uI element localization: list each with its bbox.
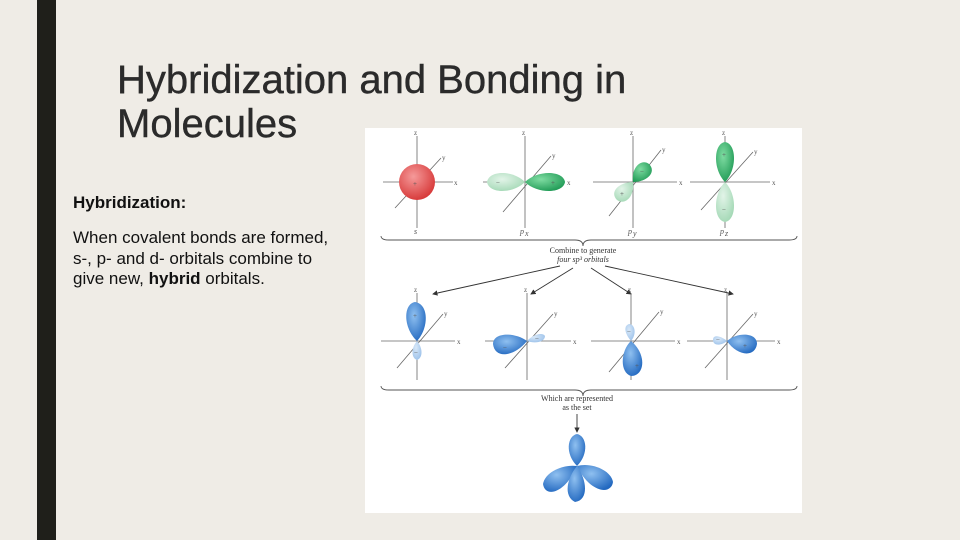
px-plus-lobe [525,173,565,191]
sp3-orbital-3: − + z y x [591,286,681,380]
subscript-x: x [524,229,529,238]
axis-label-z: z [524,286,527,294]
sp3-1-large-lobe [406,302,426,341]
tetra-lobe-front [567,466,585,502]
axis-label-x: x [567,179,571,187]
axis-label-x: x [679,179,683,187]
axis-label-x: x [454,179,458,187]
axis-label-z: z [722,129,725,137]
combine-bracket: Combine to generate four sp³ orbitals [380,235,798,264]
sp3-1-plus-sign: + [413,312,417,320]
s-orbital-panel: + z y x s [383,129,458,236]
py-orbital-panel: − + z y x p y [593,129,683,238]
orbital-name-p: p [627,227,632,236]
pz-minus-sign: − [722,206,726,214]
caption-combine-line1: Combine to generate [550,246,617,255]
subscript-z: z [724,229,729,238]
sp3-orbital-4: − + z y x [687,286,781,380]
axis-label-y: y [662,146,666,154]
py-plus-sign: + [620,190,624,198]
axis-label-x: x [772,179,776,187]
sp3-hybridization-diagram: + z y x s − + z y x p x − + z y x p y [380,129,798,502]
left-accent-bar [37,0,56,540]
py-plus-lobe [632,162,652,182]
axis-label-x: x [457,338,461,346]
sp3-2-small-lobe [527,333,545,343]
caption-represented-line1: Which are represented [541,394,613,403]
represented-bracket: Which are represented as the set [380,385,798,433]
px-minus-lobe [487,173,525,191]
sp3-2-minus-sign-small: − [535,335,539,343]
axis-label-x: x [777,338,781,346]
pz-plus-sign: + [722,151,726,159]
sp3-4-large-lobe [727,334,757,354]
axis-label-y: y [442,154,446,162]
axis-label-z: z [724,286,727,294]
px-minus-sign: − [496,179,500,187]
s-plus-sign: + [413,180,417,188]
pz-orbital-panel: + − z y x p z [690,129,776,238]
body-text-end: orbitals. [200,269,265,288]
pz-minus-lobe [716,182,734,222]
sp3-3-plus-sign: + [635,362,639,370]
axis-label-y: y [554,310,558,318]
pz-plus-lobe [716,142,734,182]
subheading: Hybridization: [73,193,187,212]
hybrid-arrows [432,265,734,296]
slide-title: Hybridization and Bonding in Molecules [117,58,627,146]
sp3-1-small-lobe [412,341,422,360]
axis-label-y: y [660,308,664,316]
axis-label-z: z [628,286,631,294]
subscript-y: y [632,229,637,238]
axis-label-z: z [630,129,633,137]
px-orbital-panel: − + z y x p x [483,129,571,238]
sp3-orbital-2: − − z y x [485,286,577,380]
sp3-2-large-lobe [493,334,527,355]
body-text-start: When covalent bonds are formed, s-, p- a… [73,228,329,288]
sp3-3-large-lobe [622,341,643,376]
tetra-lobe-top [568,434,586,466]
tetra-lobe-right [577,464,613,490]
sp3-tetrahedral-set [543,434,613,502]
orbital-name-p: p [719,227,724,236]
caption-represented-line2: as the set [562,403,592,412]
caption-combine-line2: four sp³ orbitals [557,255,609,264]
sp3-4-minus-sign: − [716,336,720,344]
axis-label-x: x [573,338,577,346]
axis-label-y: y [754,310,758,318]
s-orbital-sphere [399,164,435,200]
sp3-orbital-1: + − z y x [381,286,461,380]
orbital-name-s: s [414,227,417,236]
sp3-4-small-lobe [713,336,727,345]
sp3-3-minus-sign: − [627,328,631,336]
orbital-name-p: p [519,227,524,236]
axis-label-y: y [552,152,556,160]
axis-label-y: y [444,310,448,318]
sp3-2-minus-sign: − [503,344,507,352]
tetra-lobe-left [543,465,577,492]
sp3-1-minus-sign: − [414,349,418,357]
hybridization-figure: + z y x s − + z y x p x − + z y x p y [365,128,802,513]
body-text-bold: hybrid [148,269,201,288]
py-minus-sign: − [640,168,644,176]
sp3-4-plus-sign: + [743,342,747,350]
sp3-3-small-lobe [625,324,635,341]
axis-label-y: y [754,148,758,156]
axis-label-x: x [677,338,681,346]
px-plus-sign: + [551,179,555,187]
body-paragraph: When covalent bonds are formed, s-, p- a… [73,228,338,290]
axis-label-z: z [414,129,417,137]
axis-label-z: z [414,286,417,294]
py-minus-lobe [614,182,634,202]
axis-label-z: z [522,129,525,137]
